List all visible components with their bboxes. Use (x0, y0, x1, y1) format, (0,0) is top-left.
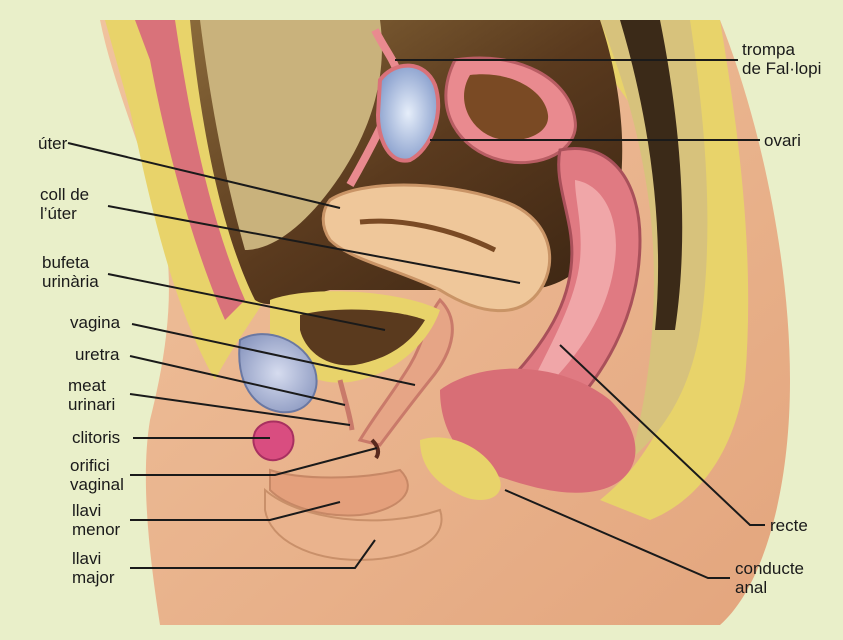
line-recte (559, 344, 765, 526)
label-trompa-falopi: trompa de Fal·lopi (742, 40, 822, 78)
line-meat (129, 393, 351, 426)
label-bufeta-urinaria: bufeta urinària (42, 253, 99, 291)
urethra (337, 379, 355, 431)
rectum-lumen (520, 180, 616, 410)
label-llavi-menor: llavi menor (72, 501, 121, 539)
label-meat-urinari: meat urinari (68, 376, 116, 414)
line-orifici (130, 447, 378, 476)
labia-minora (269, 468, 409, 517)
ovary (375, 63, 441, 163)
vaginal-opening (370, 438, 381, 460)
colon-loop-inner (464, 74, 549, 141)
sacrum-bone (600, 20, 708, 460)
leader-lines (67, 59, 765, 579)
intestine (200, 20, 382, 250)
label-conducte-anal: conducte anal (735, 559, 804, 597)
label-llavi-major: llavi major (72, 549, 115, 587)
line-uretra (129, 355, 346, 406)
line-bufeta (107, 273, 386, 331)
label-uter: úter (38, 134, 68, 153)
bladder-lumen (300, 309, 425, 366)
line-llavi-menor (130, 501, 341, 521)
clitoris-shape (252, 420, 295, 462)
line-conducte (504, 489, 730, 579)
line-vagina (131, 323, 416, 386)
label-ovari: ovari (764, 131, 801, 150)
uterus (321, 183, 552, 313)
pubic-bone (238, 333, 318, 414)
line-uter (67, 142, 341, 209)
spine-shadow (620, 20, 683, 330)
vagina-wall (357, 297, 454, 447)
label-coll-uter: coll de l’úter (40, 185, 90, 223)
abdominal-wall-muscle (135, 20, 245, 320)
label-recte: recte (770, 516, 808, 535)
anal-canal-fat (420, 437, 501, 500)
label-vagina: vagina (70, 313, 121, 332)
label-clitoris: clitoris (72, 428, 121, 447)
label-uretra: uretra (75, 345, 120, 364)
labia-majora (264, 487, 443, 562)
label-orifici-vaginal: orifici vaginal (70, 456, 124, 494)
line-llavi-major (130, 539, 376, 569)
line-coll (107, 205, 521, 284)
uterus-cavity (359, 218, 497, 253)
